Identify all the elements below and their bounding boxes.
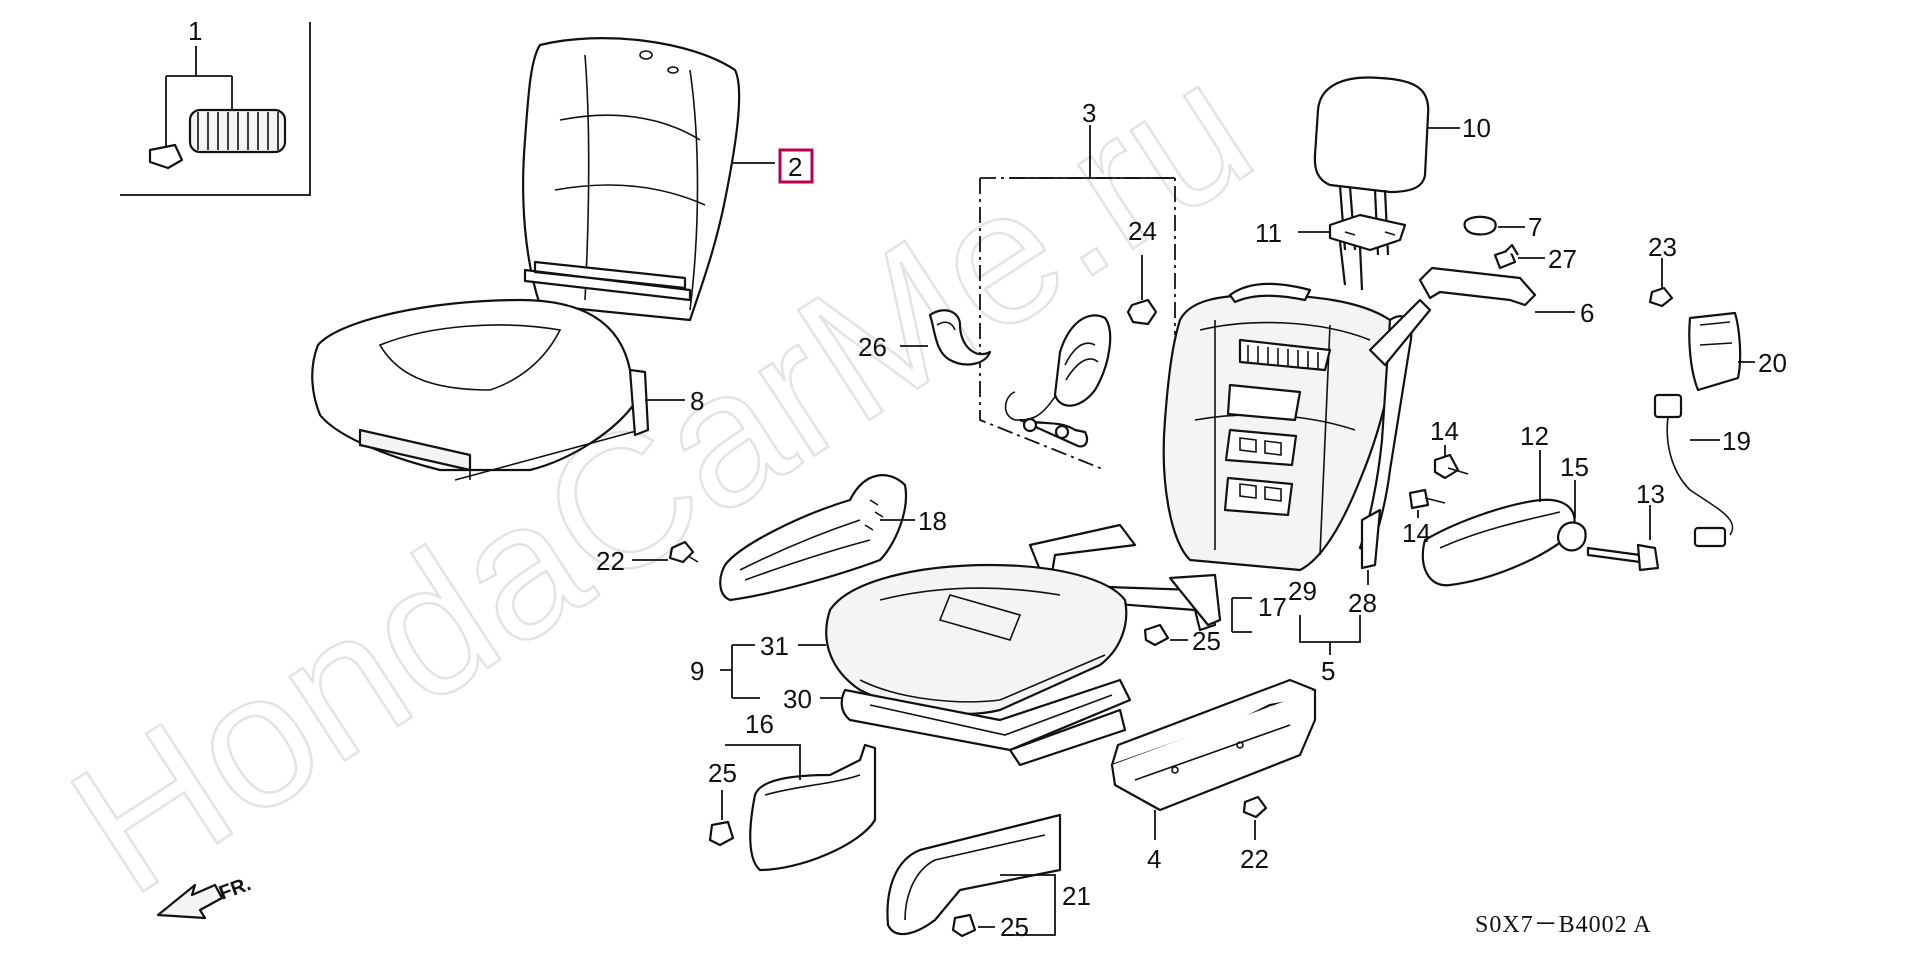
callout-14b[interactable]: 14	[1402, 518, 1431, 548]
part-13-bolt[interactable]	[1586, 505, 1660, 572]
callout-17[interactable]: 17	[1258, 592, 1287, 622]
callout-11[interactable]: 11	[1255, 218, 1282, 248]
part-31-cushion-pad[interactable]	[798, 563, 1128, 715]
part-14-screw-a[interactable]	[1433, 445, 1469, 480]
callout-25b[interactable]: 25	[708, 758, 737, 788]
diagram-code: S0X7－B4002 A	[1475, 912, 1652, 938]
callout-20[interactable]: 20	[1758, 348, 1787, 378]
part-22-bolt-left[interactable]	[632, 540, 699, 564]
highlight-box	[778, 148, 814, 184]
part-19-harness[interactable]	[1653, 393, 1734, 548]
part-20-side-cover[interactable]	[1688, 311, 1755, 392]
callout-31[interactable]: 31	[760, 631, 789, 661]
part-24-nut[interactable]	[1126, 255, 1158, 326]
callout-29[interactable]: 29	[1288, 576, 1317, 606]
callout-25c[interactable]: 25	[1000, 912, 1029, 942]
part-4-side-trim[interactable]	[1110, 678, 1317, 840]
bracket-9	[720, 644, 760, 699]
part-3-lumbar-group[interactable]	[979, 125, 1176, 471]
callout-14a[interactable]: 14	[1430, 416, 1459, 446]
callout-22b[interactable]: 22	[1240, 844, 1269, 874]
part-21-center-cover[interactable]	[886, 813, 1062, 936]
part-6-handle[interactable]	[1418, 266, 1575, 313]
callout-21[interactable]: 21	[1062, 881, 1091, 911]
callout-9[interactable]: 9	[690, 656, 704, 686]
callout-5[interactable]: 5	[1321, 656, 1335, 686]
callout-16[interactable]: 16	[745, 709, 774, 739]
callout-13[interactable]: 13	[1636, 479, 1665, 509]
callout-4[interactable]: 4	[1147, 844, 1161, 874]
part-2-seatback-cover[interactable]	[522, 37, 775, 322]
part-27-clip[interactable]	[1493, 243, 1545, 270]
callout-27[interactable]: 27	[1548, 244, 1577, 274]
part-1-clips[interactable]	[120, 22, 311, 196]
callout-12[interactable]: 12	[1520, 421, 1549, 451]
callout-25a[interactable]: 25	[1192, 626, 1221, 656]
callout-1[interactable]: 1	[188, 16, 202, 46]
callout-24[interactable]: 24	[1128, 216, 1157, 246]
part-17-seat-frame[interactable]	[1028, 523, 1252, 633]
callout-28[interactable]: 28	[1348, 588, 1377, 618]
part-16-front-cover[interactable]	[725, 743, 877, 872]
callout-8[interactable]: 8	[690, 386, 704, 416]
callout-30[interactable]: 30	[783, 684, 812, 714]
callout-22a[interactable]: 22	[596, 546, 625, 576]
callout-26[interactable]: 26	[858, 332, 887, 362]
part-11-headrest-guide[interactable]	[1298, 213, 1407, 291]
part-25-clip-center[interactable]	[1143, 623, 1188, 647]
part-25-clip-bottom[interactable]	[951, 913, 995, 938]
callout-6[interactable]: 6	[1580, 298, 1594, 328]
part-28-frame-side[interactable]	[1358, 298, 1432, 585]
callout-15[interactable]: 15	[1560, 452, 1589, 482]
callout-10[interactable]: 10	[1462, 113, 1491, 143]
callout-19[interactable]: 19	[1722, 426, 1751, 456]
part-25-clip-left[interactable]	[708, 790, 735, 847]
part-15-bushing[interactable]	[1557, 480, 1587, 552]
part-23-clip[interactable]	[1648, 258, 1674, 308]
bracket-5	[1299, 615, 1361, 655]
callout-3[interactable]: 3	[1082, 98, 1096, 128]
callout-7[interactable]: 7	[1528, 212, 1542, 242]
part-14-screw-b[interactable]	[1408, 488, 1446, 518]
part-18-recliner-cover[interactable]	[719, 474, 915, 602]
front-direction-arrow: FR.	[156, 873, 254, 920]
part-22-bolt-bottom[interactable]	[1242, 795, 1268, 840]
callout-2[interactable]: 2	[788, 152, 802, 182]
callout-18[interactable]: 18	[918, 506, 947, 536]
part-30-seat-pan[interactable]	[820, 678, 1132, 767]
part-8-cushion-cover[interactable]	[311, 298, 685, 481]
callout-23[interactable]: 23	[1648, 232, 1677, 262]
part-29-seatback-pad[interactable]	[1162, 282, 1395, 572]
part-7-cap[interactable]	[1463, 215, 1525, 236]
part-26-clip[interactable]	[900, 309, 992, 366]
